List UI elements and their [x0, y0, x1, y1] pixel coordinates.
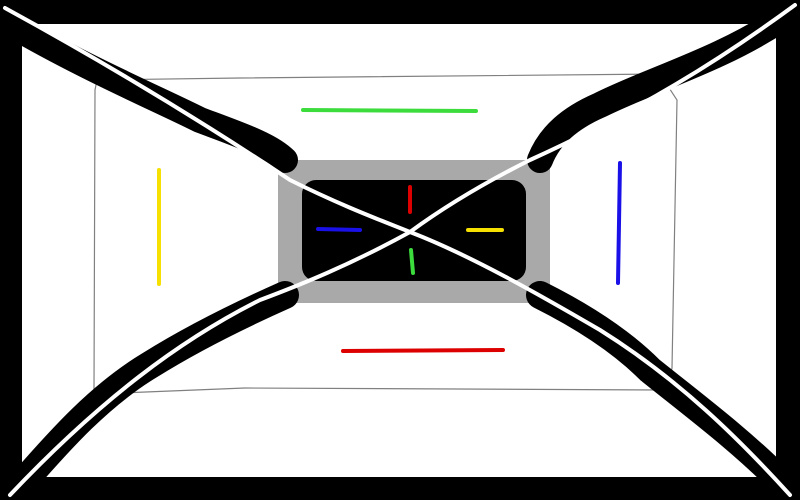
white-diagonal-tr-bl	[8, 3, 797, 497]
blue-right-line	[616, 161, 622, 285]
green-top-line	[301, 108, 478, 113]
green-center-mark	[409, 248, 415, 275]
blue-center-mark	[316, 227, 362, 232]
white-diagonals	[3, 3, 797, 497]
diagonal-bottom-left	[11, 281, 299, 494]
red-bottom-line	[341, 348, 505, 353]
